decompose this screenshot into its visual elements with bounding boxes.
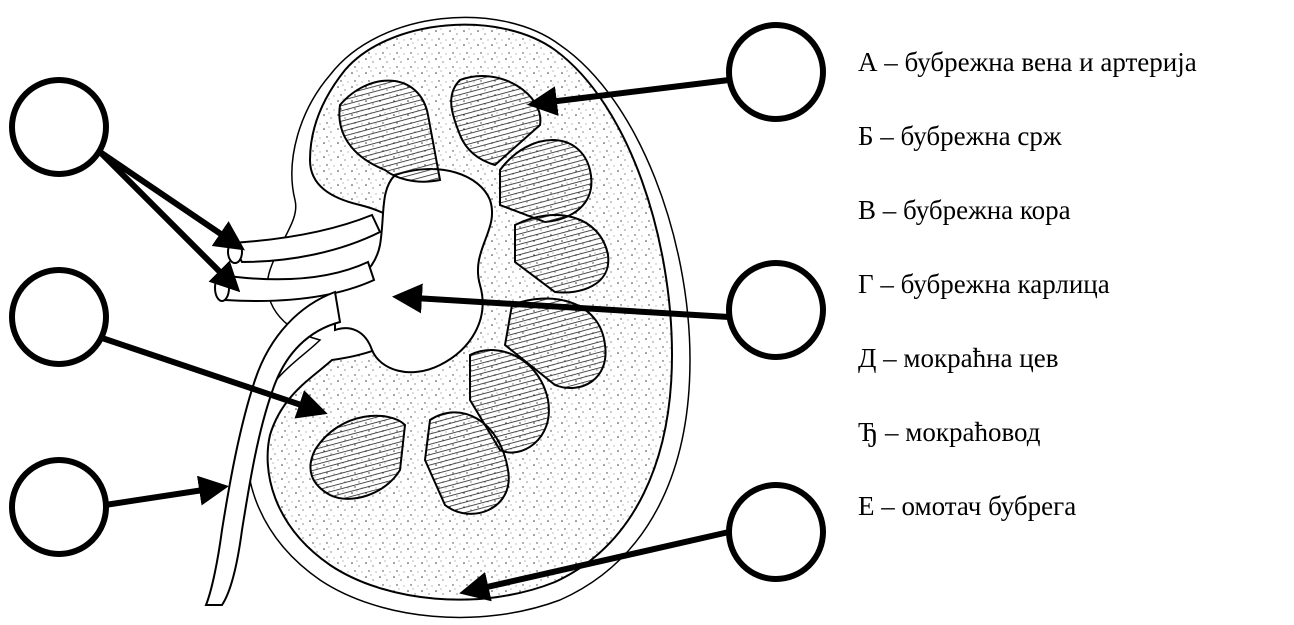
legend-item-v: В – бубрежна кора [858, 188, 1197, 262]
answer-circle-6[interactable] [729, 485, 823, 579]
legend-item-b: Б – бубрежна срж [858, 114, 1197, 188]
answer-circle-5[interactable] [729, 263, 823, 357]
legend-item-a: А – бубрежна вена и артерија [858, 40, 1197, 114]
arrow-to-ureter [105, 487, 223, 505]
answer-circle-4[interactable] [729, 25, 823, 119]
answer-circle-1[interactable] [12, 80, 106, 174]
legend-item-g: Г – бубрежна карлица [858, 262, 1197, 336]
renal-vessels [215, 215, 380, 301]
legend-item-dj: Ђ – мокраћовод [858, 410, 1197, 484]
legend-item-d: Д – мокраћна цев [858, 336, 1197, 410]
legend-item-e: Е – омотач бубрега [858, 484, 1197, 558]
arrow-to-vein [100, 152, 240, 247]
answer-circle-2[interactable] [12, 270, 106, 364]
arrow-to-artery [100, 152, 236, 288]
answer-circle-3[interactable] [12, 460, 106, 554]
legend-list: А – бубрежна вена и артерија Б – бубрежн… [858, 40, 1197, 558]
